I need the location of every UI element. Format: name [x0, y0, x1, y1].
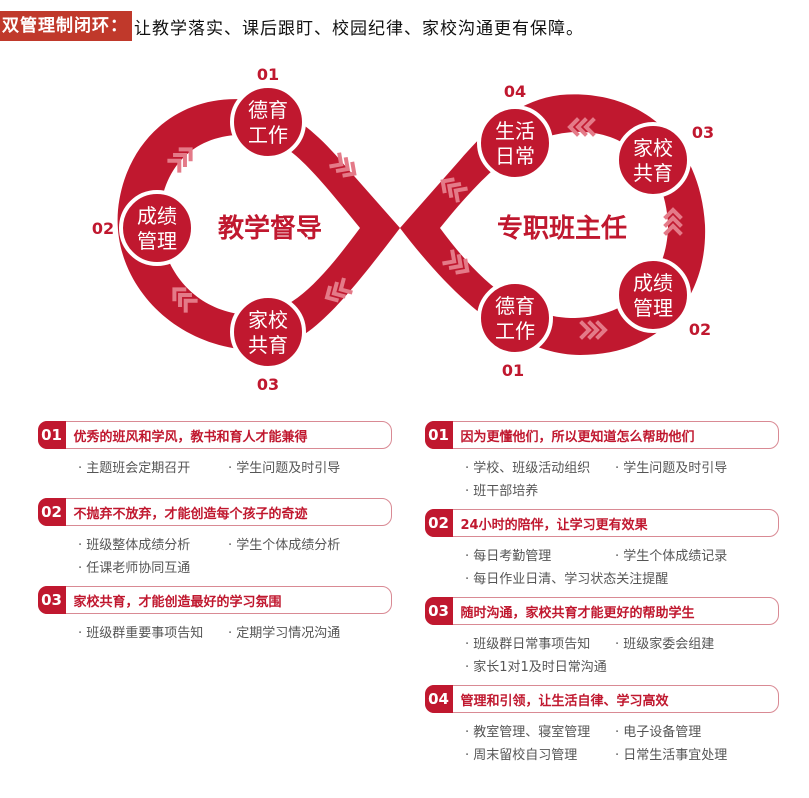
svg-text:家校: 家校 [248, 308, 288, 332]
svg-text:03: 03 [692, 123, 714, 142]
number-badge: 03 [424, 597, 453, 625]
list-item: · 班级家委会组建 [615, 637, 715, 652]
number-badge: 04 [424, 685, 453, 713]
left-loop-title: 教学督导 [218, 213, 322, 244]
list-item: · 任课老师协同互通 [78, 561, 191, 576]
bullet-list: · 班级群日常事项告知 · 班级家委会组建 · 家长1对1及时日常沟通 [425, 625, 779, 675]
right-block-03: 03 随时沟通，家校共育才能更好的帮助学生 · 班级群日常事项告知 · 班级家委… [424, 597, 779, 675]
list-item: · 班级群日常事项告知 [465, 637, 591, 652]
svg-text:共育: 共育 [633, 161, 673, 185]
svg-text:家校: 家校 [633, 136, 673, 160]
list-item: · 学校、班级活动组织 [465, 461, 591, 476]
svg-text:02: 02 [689, 320, 711, 339]
block-title: 家校共育，才能创造最好的学习氛围 [73, 594, 282, 610]
list-item: · 每日考勤管理 [465, 549, 552, 564]
list-item: · 学生个体成绩分析 [228, 538, 341, 553]
bullet-list: · 班级整体成绩分析 · 学生个体成绩分析 · 任课老师协同互通 [38, 526, 392, 576]
block-title: 不抛弃不放弃，才能创造每个孩子的奇迹 [73, 506, 308, 522]
left-node-02: 成绩 管理 02 [92, 190, 195, 266]
header-tag: 双管理制闭环： [0, 11, 132, 41]
list-item: · 学生问题及时引导 [615, 461, 728, 476]
left-block-03: 03 家校共育，才能创造最好的学习氛围 · 班级群重要事项告知 · 定期学习情况… [37, 586, 392, 641]
list-item: · 定期学习情况沟通 [228, 626, 341, 641]
right-block-02: 02 24小时的陪伴，让学习更有效果 · 每日考勤管理 · 学生个体成绩记录 ·… [424, 509, 779, 587]
block-header: 01 因为更懂他们，所以更知道怎么帮助他们 [424, 421, 779, 449]
bullet-list: · 主题班会定期召开 · 学生问题及时引导 [38, 449, 392, 476]
right-loop-title: 专职班主任 [497, 214, 627, 244]
right-node-01: 德育 工作 01 [477, 280, 553, 380]
list-item: · 班级群重要事项告知 [78, 626, 204, 641]
block-header: 04 管理和引领，让生活自律、学习高效 [424, 685, 779, 713]
number-badge: 01 [37, 421, 66, 449]
svg-text:日常: 日常 [495, 144, 535, 168]
list-item: · 班干部培养 [465, 484, 539, 499]
list-item: · 班级整体成绩分析 [78, 538, 191, 553]
block-title: 管理和引领，让生活自律、学习高效 [460, 693, 669, 709]
svg-text:共育: 共育 [248, 333, 288, 357]
bullet-list: · 教室管理、寝室管理 · 电子设备管理 · 周末留校自习管理 · 日常生活事宜… [425, 713, 779, 763]
block-title: 随时沟通，家校共育才能更好的帮助学生 [460, 605, 695, 621]
bullet-list: · 学校、班级活动组织 · 学生问题及时引导 · 班干部培养 [425, 449, 779, 499]
block-header: 03 家校共育，才能创造最好的学习氛围 [37, 586, 392, 614]
right-block-01: 01 因为更懂他们，所以更知道怎么帮助他们 · 学校、班级活动组织 · 学生问题… [424, 421, 779, 499]
block-title: 因为更懂他们，所以更知道怎么帮助他们 [460, 429, 695, 445]
list-item: · 教室管理、寝室管理 [465, 725, 591, 740]
left-block-02: 02 不抛弃不放弃，才能创造每个孩子的奇迹 · 班级整体成绩分析 · 学生个体成… [37, 498, 392, 576]
svg-text:工作: 工作 [248, 123, 288, 147]
left-node-01: 德育 工作 01 [230, 65, 306, 160]
number-badge: 01 [424, 421, 453, 449]
bullet-list: · 每日考勤管理 · 学生个体成绩记录 · 每日作业日清、学习状态关注提醒 [425, 537, 779, 587]
list-item: · 家长1对1及时日常沟通 [465, 660, 607, 675]
number-badge: 02 [424, 509, 453, 537]
header-line: 双管理制闭环： 让教学落实、课后跟盯、校园纪律、家校沟通更有保障。 [0, 11, 584, 41]
right-loop-band [400, 94, 706, 355]
svg-text:德育: 德育 [248, 98, 288, 122]
right-node-03: 家校 共育 03 [615, 122, 714, 198]
list-item: · 电子设备管理 [615, 725, 702, 740]
block-title: 优秀的班风和学风，教书和育人才能兼得 [73, 429, 308, 445]
svg-text:管理: 管理 [137, 229, 177, 253]
svg-text:工作: 工作 [495, 319, 535, 343]
list-item: · 每日作业日清、学习状态关注提醒 [465, 572, 669, 587]
list-item: · 学生个体成绩记录 [615, 549, 728, 564]
right-block-04: 04 管理和引领，让生活自律、学习高效 · 教室管理、寝室管理 · 电子设备管理… [424, 685, 779, 763]
number-badge: 02 [37, 498, 66, 526]
svg-text:04: 04 [504, 82, 526, 101]
svg-text:02: 02 [92, 219, 114, 238]
number-badge: 03 [37, 586, 66, 614]
left-block-01: 01 优秀的班风和学风，教书和育人才能兼得 · 主题班会定期召开 · 学生问题及… [37, 421, 392, 476]
right-node-04: 生活 日常 04 [477, 82, 553, 181]
svg-text:03: 03 [257, 375, 279, 394]
svg-text:01: 01 [502, 361, 524, 380]
block-header: 02 24小时的陪伴，让学习更有效果 [424, 509, 779, 537]
header-description: 让教学落实、课后跟盯、校园纪律、家校沟通更有保障。 [134, 18, 584, 39]
svg-text:德育: 德育 [495, 294, 535, 318]
list-item: · 学生问题及时引导 [228, 461, 341, 476]
block-header: 03 随时沟通，家校共育才能更好的帮助学生 [424, 597, 779, 625]
left-node-03: 家校 共育 03 [230, 294, 306, 394]
left-column: 01 优秀的班风和学风，教书和育人才能兼得 · 主题班会定期召开 · 学生问题及… [37, 421, 392, 641]
block-header: 01 优秀的班风和学风，教书和育人才能兼得 [37, 421, 392, 449]
block-title: 24小时的陪伴，让学习更有效果 [460, 517, 648, 533]
list-item: · 周末留校自习管理 [465, 748, 578, 763]
svg-text:管理: 管理 [633, 296, 673, 320]
svg-text:成绩: 成绩 [137, 204, 177, 228]
block-header: 02 不抛弃不放弃，才能创造每个孩子的奇迹 [37, 498, 392, 526]
list-item: · 日常生活事宜处理 [615, 748, 728, 763]
svg-text:成绩: 成绩 [633, 271, 673, 295]
right-node-02: 成绩 管理 02 [615, 257, 711, 339]
list-item: · 主题班会定期召开 [78, 461, 191, 476]
bullet-list: · 班级群重要事项告知 · 定期学习情况沟通 [38, 614, 392, 641]
right-column: 01 因为更懂他们，所以更知道怎么帮助他们 · 学校、班级活动组织 · 学生问题… [424, 421, 779, 763]
svg-text:01: 01 [257, 65, 279, 84]
svg-text:生活: 生活 [495, 119, 535, 143]
infinity-loop-diagram: 德育 工作 01 成绩 管理 02 家校 共育 03 教学督导 生活 日常 04… [92, 65, 714, 394]
